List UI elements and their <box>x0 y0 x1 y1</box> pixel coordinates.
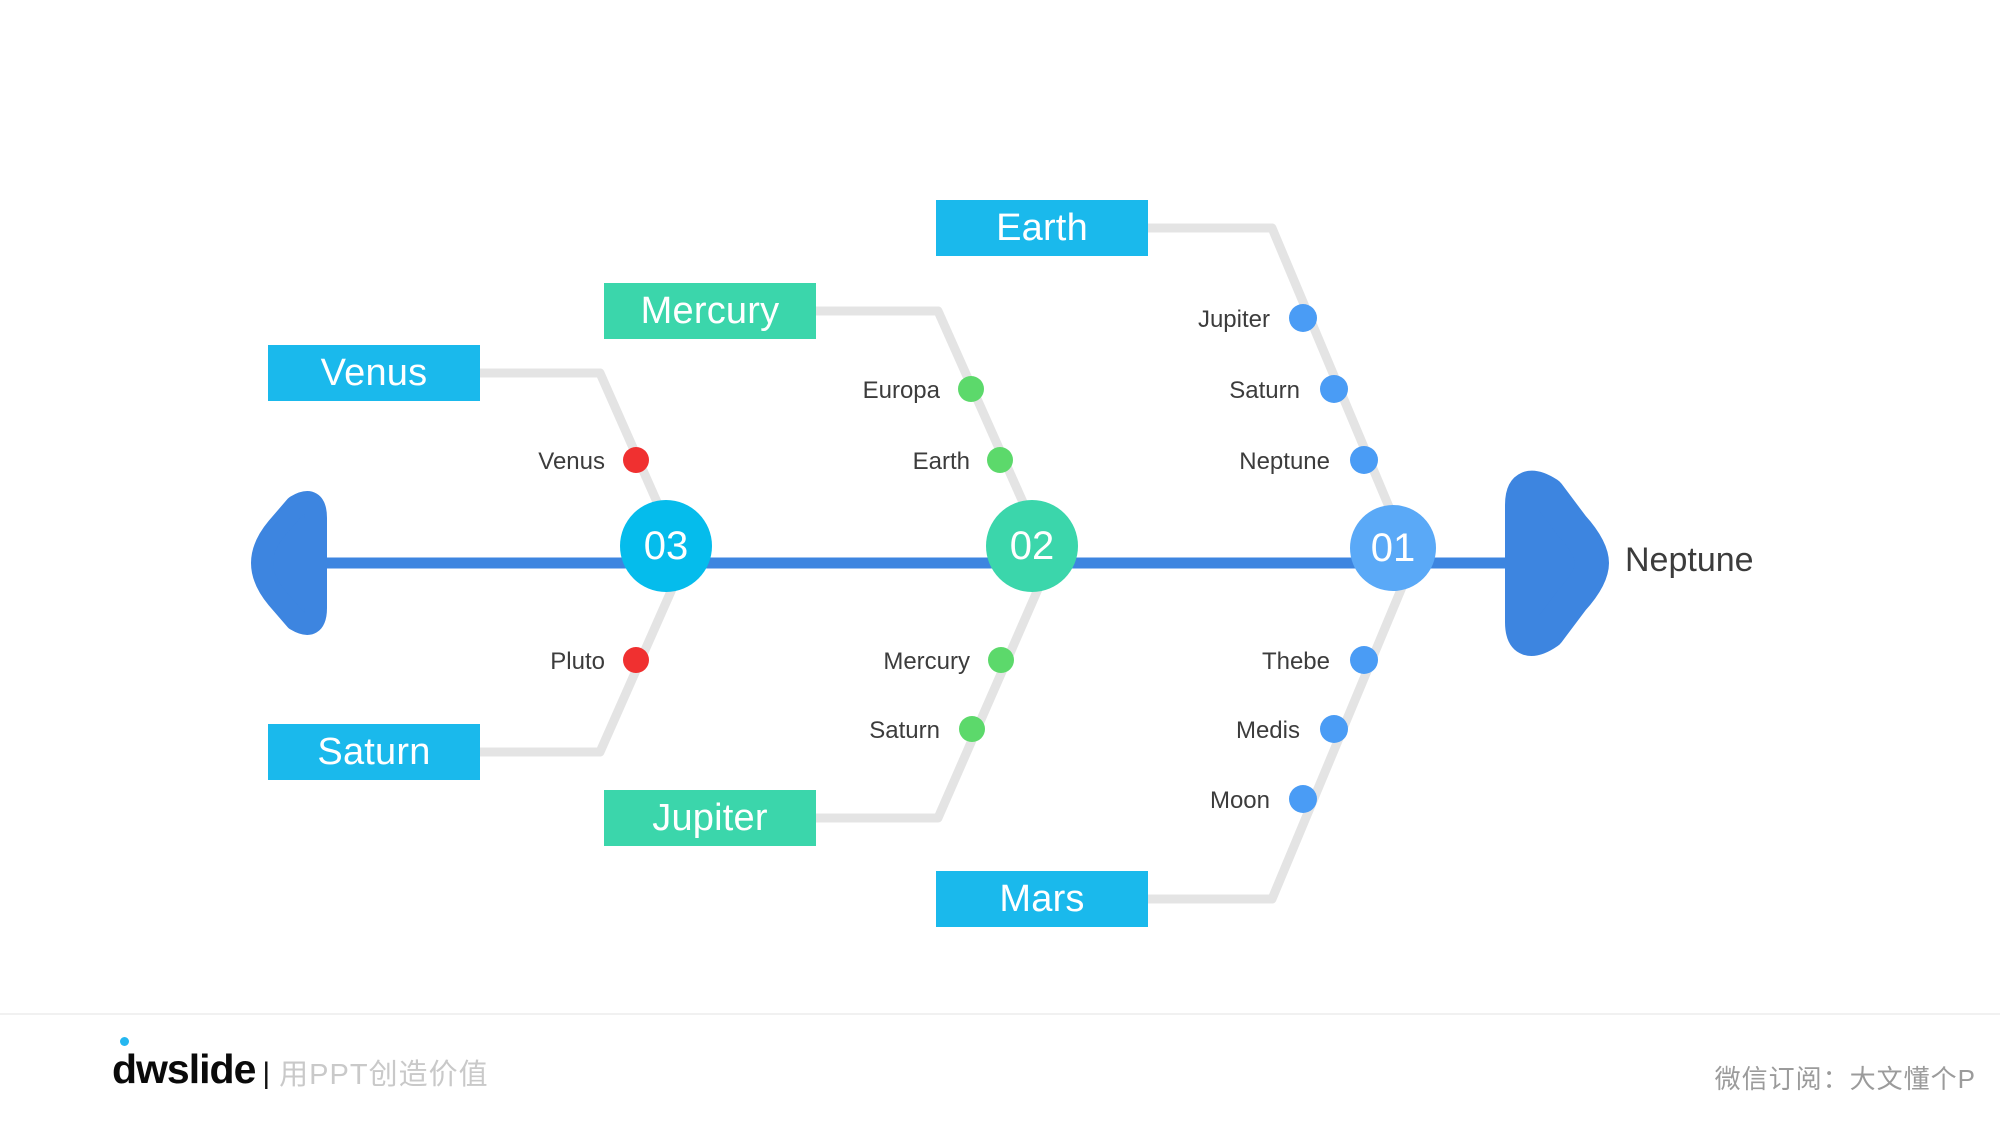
footer-tagline: 用PPT创造价值 <box>279 1058 489 1091</box>
right-arrow <box>1505 470 1609 656</box>
node-label-mercury-item-text: Mercury <box>883 648 970 675</box>
connector-03-top <box>473 368 681 550</box>
left-arrow <box>251 491 327 635</box>
node-label-venus-text: Venus <box>538 448 605 475</box>
category-box-earth[interactable]: Earth <box>936 200 1148 256</box>
branch-dot-medis <box>1320 715 1348 743</box>
category-box-earth-label: Earth <box>996 206 1088 249</box>
node-label-earth-item: Earth <box>770 448 970 476</box>
footer-wechat-text: 微信订阅：大文懂个P <box>1714 1064 1976 1094</box>
branch-dot-saturn-01 <box>1320 375 1348 403</box>
footer-divider: | <box>262 1057 271 1090</box>
spine-node-03[interactable]: 03 <box>620 500 712 592</box>
branch-dot-thebe <box>1350 646 1378 674</box>
spine-end-label: Neptune <box>1625 541 1754 580</box>
spine-node-02[interactable]: 02 <box>986 500 1078 592</box>
node-label-earth-item-text: Earth <box>912 448 970 475</box>
node-label-medis-text: Medis <box>1235 717 1300 744</box>
node-label-mercury-item: Mercury <box>770 648 970 676</box>
connector-01-bottom <box>1143 575 1410 904</box>
node-label-jupiter-item-text: Jupiter <box>1197 306 1270 333</box>
branch-dot-earth <box>987 447 1013 473</box>
dwslide-logo: dwslide <box>112 1037 256 1092</box>
node-label-europa-text: Europa <box>862 377 940 404</box>
branch-dot-mercury <box>988 647 1014 673</box>
node-label-neptune-item: Neptune <box>1130 448 1330 476</box>
dwslide-logo-text: dwslide <box>112 1046 256 1092</box>
node-label-thebe: Thebe <box>1130 648 1330 676</box>
category-box-mars[interactable]: Mars <box>936 871 1148 927</box>
node-label-venus: Venus <box>400 448 605 476</box>
node-label-jupiter-item: Jupiter <box>1070 306 1270 334</box>
node-label-medis: Medis <box>1100 717 1300 745</box>
category-box-jupiter[interactable]: Jupiter <box>604 790 816 846</box>
fishbone-diagram: 03 02 01 Venus Saturn Mercury Jupiter Ea… <box>251 200 1754 927</box>
category-box-venus[interactable]: Venus <box>268 345 480 401</box>
branch-dot-europa <box>958 376 984 402</box>
spine-node-03-label: 03 <box>643 523 689 568</box>
fishbone-svg <box>251 223 1609 904</box>
branch-connectors <box>473 223 1410 904</box>
node-label-thebe-text: Thebe <box>1261 648 1330 675</box>
node-label-pluto: Pluto <box>400 648 605 676</box>
spine-node-01[interactable]: 01 <box>1350 505 1436 591</box>
category-box-venus-label: Venus <box>320 351 428 394</box>
node-label-neptune-item-text: Neptune <box>1239 448 1330 475</box>
node-label-saturn-01: Saturn <box>1100 377 1300 405</box>
node-label-moon-text: Moon <box>1209 787 1270 814</box>
spine-node-02-label: 02 <box>1009 523 1055 568</box>
branch-dot-moon <box>1289 785 1317 813</box>
node-label-europa: Europa <box>740 377 940 405</box>
branch-dot-venus <box>623 447 649 473</box>
logo-dot-icon <box>120 1037 129 1046</box>
category-box-mercury[interactable]: Mercury <box>604 283 816 339</box>
category-box-mercury-label: Mercury <box>640 289 780 332</box>
footer-bar: dwslide | 用PPT创造价值 微信订阅：大文懂个P <box>0 1013 2000 1127</box>
node-label-saturn-item-text: Saturn <box>869 717 940 744</box>
branch-dot-pluto <box>623 647 649 673</box>
connector-01-top <box>1143 223 1410 550</box>
category-box-mars-label: Mars <box>999 877 1085 920</box>
footer-branding: dwslide | 用PPT创造价值 <box>112 1037 489 1092</box>
connector-02-bottom <box>809 575 1047 823</box>
spine-end-label-text: Neptune <box>1625 541 1754 579</box>
branch-dot-jupiter <box>1289 304 1317 332</box>
spine-node-01-label: 01 <box>1370 525 1416 570</box>
connector-03-bottom <box>473 575 681 757</box>
node-label-saturn-01-text: Saturn <box>1229 377 1300 404</box>
category-box-saturn[interactable]: Saturn <box>268 724 480 780</box>
node-label-moon: Moon <box>1070 787 1270 815</box>
node-label-saturn-item: Saturn <box>740 717 940 745</box>
category-box-saturn-label: Saturn <box>317 730 431 773</box>
branch-dot-saturn <box>959 716 985 742</box>
category-box-jupiter-label: Jupiter <box>652 796 768 839</box>
branch-dot-neptune <box>1350 446 1378 474</box>
node-label-pluto-text: Pluto <box>550 648 605 675</box>
